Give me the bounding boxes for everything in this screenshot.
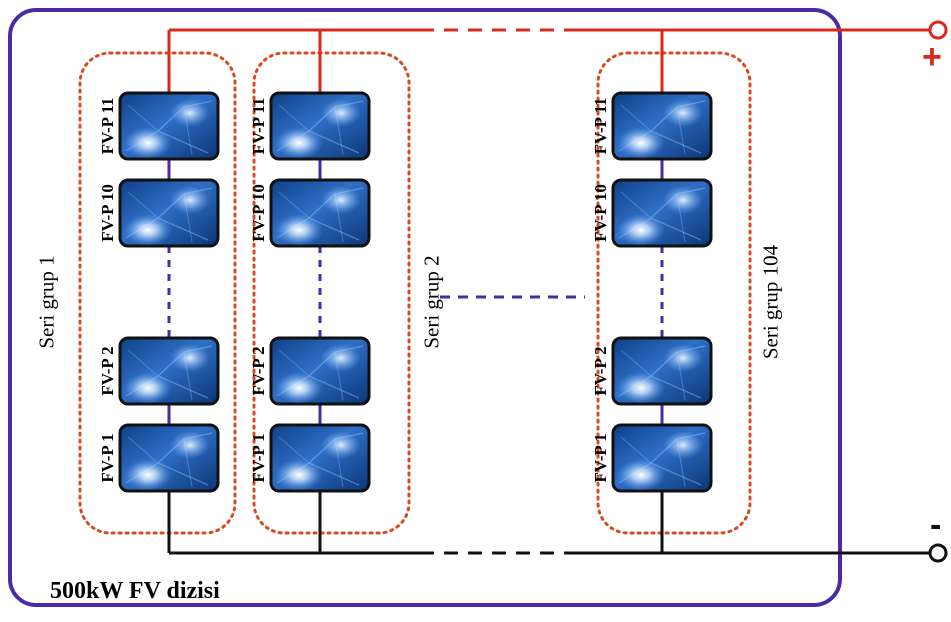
panel-label: FV-P 2 [591, 346, 610, 396]
series-group-border [596, 51, 752, 535]
solar-panel-icon [269, 423, 371, 493]
solar-panel-icon [118, 178, 220, 248]
solar-panel-icon [118, 91, 220, 161]
panel-label: FV-P 10 [591, 184, 610, 242]
panel-label: FV-P 10 [98, 184, 117, 242]
negative-terminal [928, 543, 948, 563]
solar-panel-icon [611, 91, 713, 161]
series-group-border [252, 51, 411, 535]
negative-terminal-label: - [930, 506, 942, 544]
series-group-label: Seri grup 1 [34, 255, 59, 349]
solar-panel-icon [611, 336, 713, 406]
solar-panel-icon [269, 91, 371, 161]
panel-label: FV-P 10 [249, 184, 268, 242]
series-group-border [78, 51, 237, 535]
series-group-label: Seri grup 104 [758, 244, 783, 360]
positive-terminal-label: + [922, 38, 942, 76]
panel-label: FV-P 1 [98, 433, 117, 483]
array-frame [8, 8, 842, 607]
solar-panel-icon [118, 423, 220, 493]
solar-panel-icon [611, 423, 713, 493]
solar-panel-icon [118, 336, 220, 406]
panel-label: FV-P 1 [591, 433, 610, 483]
positive-terminal [928, 20, 948, 40]
panel-label: FV-P 11 [98, 97, 117, 155]
panel-label: FV-P 1 [249, 433, 268, 483]
series-group-label: Seri grup 2 [419, 255, 444, 349]
array-title: 500kW FV dizisi [50, 578, 220, 604]
panel-label: FV-P 2 [98, 346, 117, 396]
panel-label: FV-P 11 [249, 97, 268, 155]
solar-panel-icon [611, 178, 713, 248]
panel-label: FV-P 2 [249, 346, 268, 396]
solar-panel-icon [269, 336, 371, 406]
panel-label: FV-P 11 [591, 97, 610, 155]
solar-panel-icon [269, 178, 371, 248]
